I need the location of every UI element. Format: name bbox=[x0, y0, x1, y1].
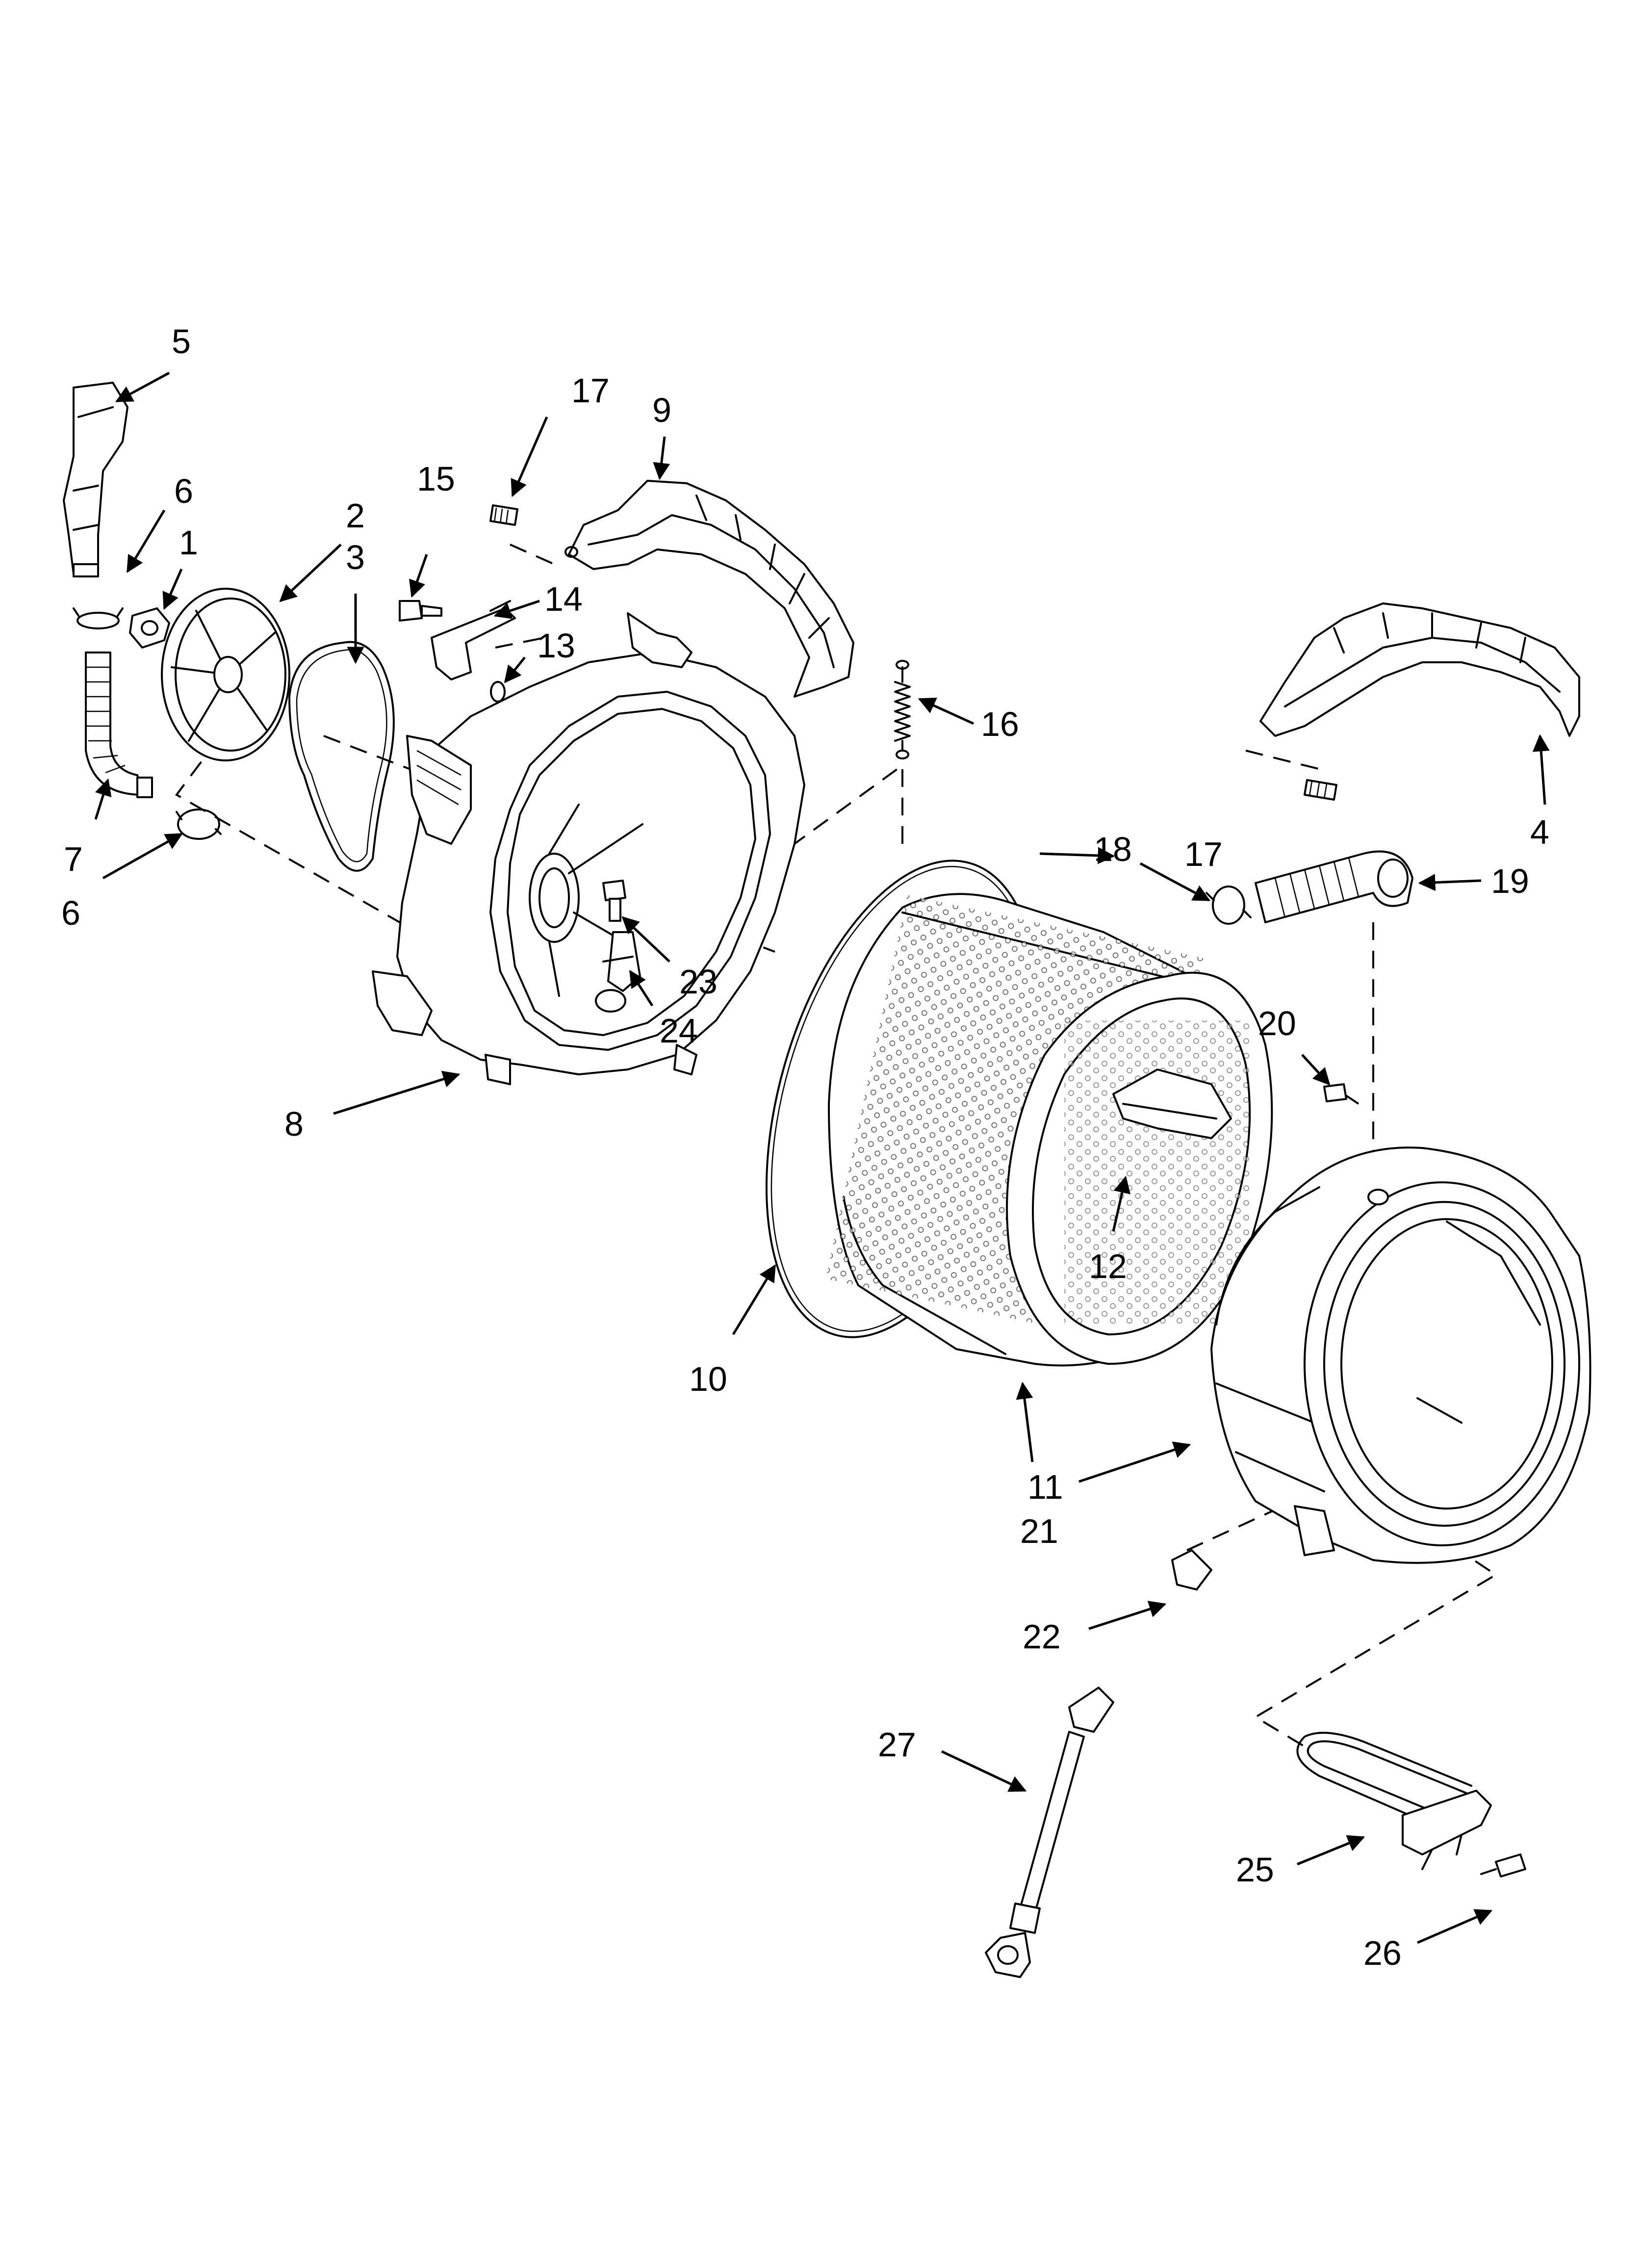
part-8-rear-tub bbox=[372, 612, 805, 1085]
callout-18: 18 bbox=[1094, 830, 1132, 868]
callout-1: 1 bbox=[179, 523, 198, 562]
part-12-baffle bbox=[1112, 1069, 1232, 1139]
part-9-counterweight-top bbox=[564, 480, 854, 698]
part-6-hose-clamp-top bbox=[73, 607, 124, 629]
part-23-bolt bbox=[602, 880, 626, 922]
callout-27: 27 bbox=[878, 1725, 916, 1764]
callout-16: 16 bbox=[981, 705, 1019, 743]
part-16-spring bbox=[894, 660, 911, 759]
part-15-screw bbox=[399, 600, 442, 622]
callout-24: 24 bbox=[660, 1012, 698, 1050]
callout-9: 9 bbox=[652, 391, 671, 429]
callout-14: 14 bbox=[544, 580, 583, 618]
callout-6-top: 6 bbox=[174, 472, 193, 510]
callout-21: 21 bbox=[1020, 1512, 1058, 1550]
leader-arrows bbox=[94, 371, 1550, 1944]
part-11-basket bbox=[825, 893, 1273, 1367]
callout-4: 4 bbox=[1530, 813, 1549, 851]
callout-8: 8 bbox=[284, 1105, 304, 1143]
part-7-drain-hose bbox=[85, 652, 153, 798]
part-26-sensor bbox=[1480, 1853, 1526, 1877]
callout-6-bottom: 6 bbox=[61, 894, 80, 932]
part-6-hose-clamp-bottom bbox=[176, 808, 222, 840]
part-27-shock-absorber bbox=[985, 1687, 1114, 1978]
callout-15: 15 bbox=[417, 460, 455, 498]
callout-7: 7 bbox=[64, 840, 83, 878]
part-13-washer bbox=[490, 681, 506, 703]
callout-23: 23 bbox=[679, 963, 718, 1001]
callout-5: 5 bbox=[172, 322, 191, 361]
part-19-tub-hose bbox=[1255, 850, 1413, 923]
callout-12: 12 bbox=[1089, 1247, 1127, 1285]
part-3-drive-belt bbox=[288, 641, 395, 872]
part-5-drain-hose-fitting bbox=[63, 382, 128, 577]
part-21-front-tub bbox=[1210, 1147, 1591, 1564]
part-1-nut bbox=[129, 607, 170, 649]
callout-25: 25 bbox=[1236, 1851, 1274, 1889]
part-22-pad bbox=[1171, 1549, 1212, 1590]
part-20-clip bbox=[1323, 1083, 1347, 1102]
callout-26: 26 bbox=[1363, 1934, 1402, 1972]
callout-17-top: 17 bbox=[571, 371, 610, 410]
callout-17-right: 17 bbox=[1184, 835, 1223, 873]
callout-2: 2 bbox=[346, 496, 365, 535]
callout-3: 3 bbox=[346, 538, 365, 576]
part-18-hose-clamp bbox=[1206, 886, 1252, 925]
part-4-counterweight-right bbox=[1259, 602, 1580, 737]
callout-11: 11 bbox=[1027, 1468, 1063, 1506]
part-17-screw-top bbox=[489, 504, 518, 526]
part-17-screw-right bbox=[1304, 779, 1337, 801]
part-25-heater-element bbox=[1296, 1732, 1492, 1870]
callout-10: 10 bbox=[689, 1360, 727, 1398]
callout-20: 20 bbox=[1258, 1004, 1296, 1043]
part-2-pulley bbox=[161, 588, 290, 761]
callout-19: 19 bbox=[1491, 862, 1529, 900]
callout-labels: 5 6 1 2 3 15 17 9 14 13 16 7 6 8 23 24 1… bbox=[61, 322, 1549, 1972]
callout-13: 13 bbox=[537, 626, 575, 665]
callout-22: 22 bbox=[1023, 1617, 1061, 1656]
